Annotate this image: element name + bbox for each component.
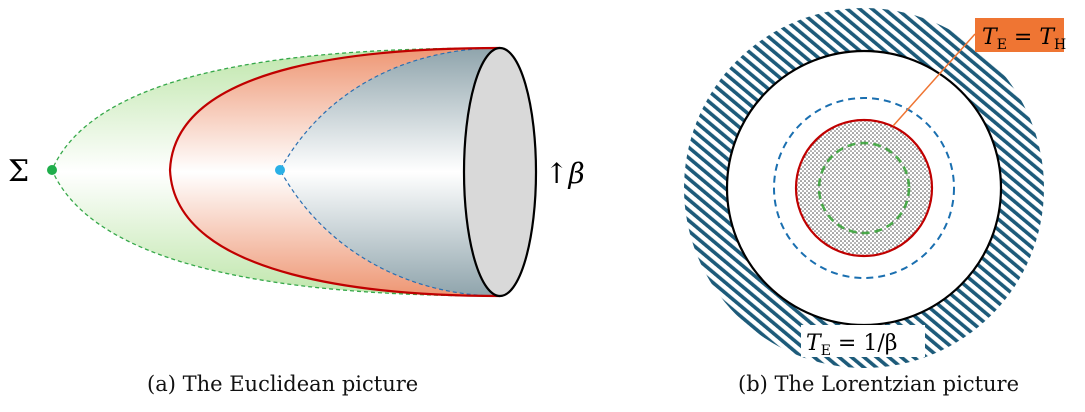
label-leader-line xyxy=(892,33,976,127)
green-dashed-circle xyxy=(817,141,911,235)
sigma-label: Σ xyxy=(8,154,29,189)
euclidean-temperature-label: TE = 1/β xyxy=(806,331,897,359)
horizon-disk xyxy=(794,118,934,258)
blue-dashed-boundary xyxy=(279,47,501,297)
red-boundary xyxy=(168,46,501,298)
caption-b: (b) The Lorentzian picture xyxy=(738,372,1019,396)
grey-region xyxy=(280,48,500,296)
caption-a: (a) The Euclidean picture xyxy=(147,372,418,396)
center-point xyxy=(275,165,285,175)
panel-lorentzian: TE = TH TE = 1/β (b) The Lorentzian pict… xyxy=(684,8,1066,396)
temperature-label-box xyxy=(975,18,1064,52)
end-disc xyxy=(462,46,538,298)
beta-label: ↑β xyxy=(545,157,585,190)
panel-euclidean: Σ ↑β (a) The Euclidean picture xyxy=(8,46,585,396)
sigma-point xyxy=(47,165,57,175)
temperature-label: TE = TH xyxy=(982,25,1066,53)
blue-dashed-circle xyxy=(773,97,955,279)
euclidean-temperature-box xyxy=(801,325,925,357)
